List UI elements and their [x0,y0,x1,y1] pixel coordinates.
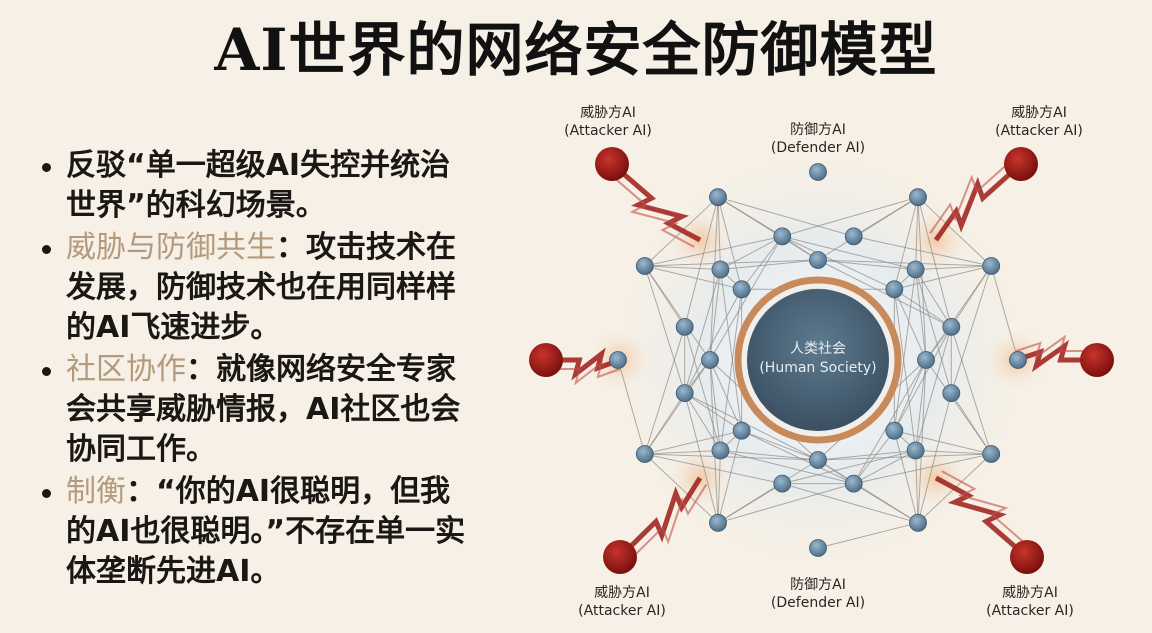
lightning-bolts [546,156,1097,565]
label-attacker-bottom-left: 威胁方AI (Attacker AI) [557,584,687,620]
label-en: (Defender AI) [770,595,866,611]
bullet-item: 社区协作：就像网络安全专家会共享威胁情报，AI社区也会协同工作。 [38,350,478,470]
bullet-text: ：“你的AI很聪明，但我的AI也很聪明。”不存在单一实体垄断先进AI。 [66,474,466,589]
bullet-list: 反驳“单一超级AI失控并统治世界”的科幻场景。 威胁与防御共生：攻击技术在发展，… [38,146,478,594]
hub-label: 人类社会 (Human Society) [748,340,888,378]
defender-nodes [609,163,1027,557]
bullet-dot-icon [42,245,51,254]
attacker-nodes [529,147,1114,574]
bullet-dot-icon [42,489,51,498]
label-en: (Defender AI) [770,140,866,156]
label-zh: 防御方AI [790,577,846,593]
bullet-text: ：就像网络安全专家会共享威胁情报，AI社区也会协同工作。 [66,352,461,467]
page-title: AI世界的网络安全防御模型 [214,16,938,84]
label-zh: 威胁方AI [594,585,650,601]
hub-label-zh: 人类社会 [790,341,846,357]
bullet-highlight: 制衡 [66,474,126,509]
bullet-text: 反驳“单一超级AI失控并统治世界”的科幻场景。 [66,148,451,223]
bullet-text: ：攻击技术在发展，防御技术也在用同样样的AI飞速进步。 [66,230,456,345]
label-en: (Attacker AI) [995,123,1083,139]
label-en: (Attacker AI) [578,603,666,619]
label-defender-top: 防御方AI (Defender AI) [753,121,883,157]
human-society-hub [734,276,902,444]
label-attacker-bottom-right: 威胁方AI (Attacker AI) [965,584,1095,620]
bullet-dot-icon [42,163,51,172]
label-zh: 威胁方AI [580,105,636,121]
label-zh: 防御方AI [790,122,846,138]
bullet-highlight: 威胁与防御共生 [66,230,276,265]
bullet-item: 制衡：“你的AI很聪明，但我的AI也很聪明。”不存在单一实体垄断先进AI。 [38,472,478,592]
label-zh: 威胁方AI [1011,105,1067,121]
label-defender-bottom: 防御方AI (Defender AI) [753,576,883,612]
label-en: (Attacker AI) [564,123,652,139]
label-zh: 威胁方AI [1002,585,1058,601]
bullet-dot-icon [42,367,51,376]
hub-label-en: (Human Society) [759,360,877,376]
label-attacker-top-right: 威胁方AI (Attacker AI) [974,104,1104,140]
bullet-item: 威胁与防御共生：攻击技术在发展，防御技术也在用同样样的AI飞速进步。 [38,228,478,348]
bullet-highlight: 社区协作 [66,352,186,387]
bullet-item: 反驳“单一超级AI失控并统治世界”的科幻场景。 [38,146,478,226]
label-attacker-top-left: 威胁方AI (Attacker AI) [543,104,673,140]
label-en: (Attacker AI) [986,603,1074,619]
